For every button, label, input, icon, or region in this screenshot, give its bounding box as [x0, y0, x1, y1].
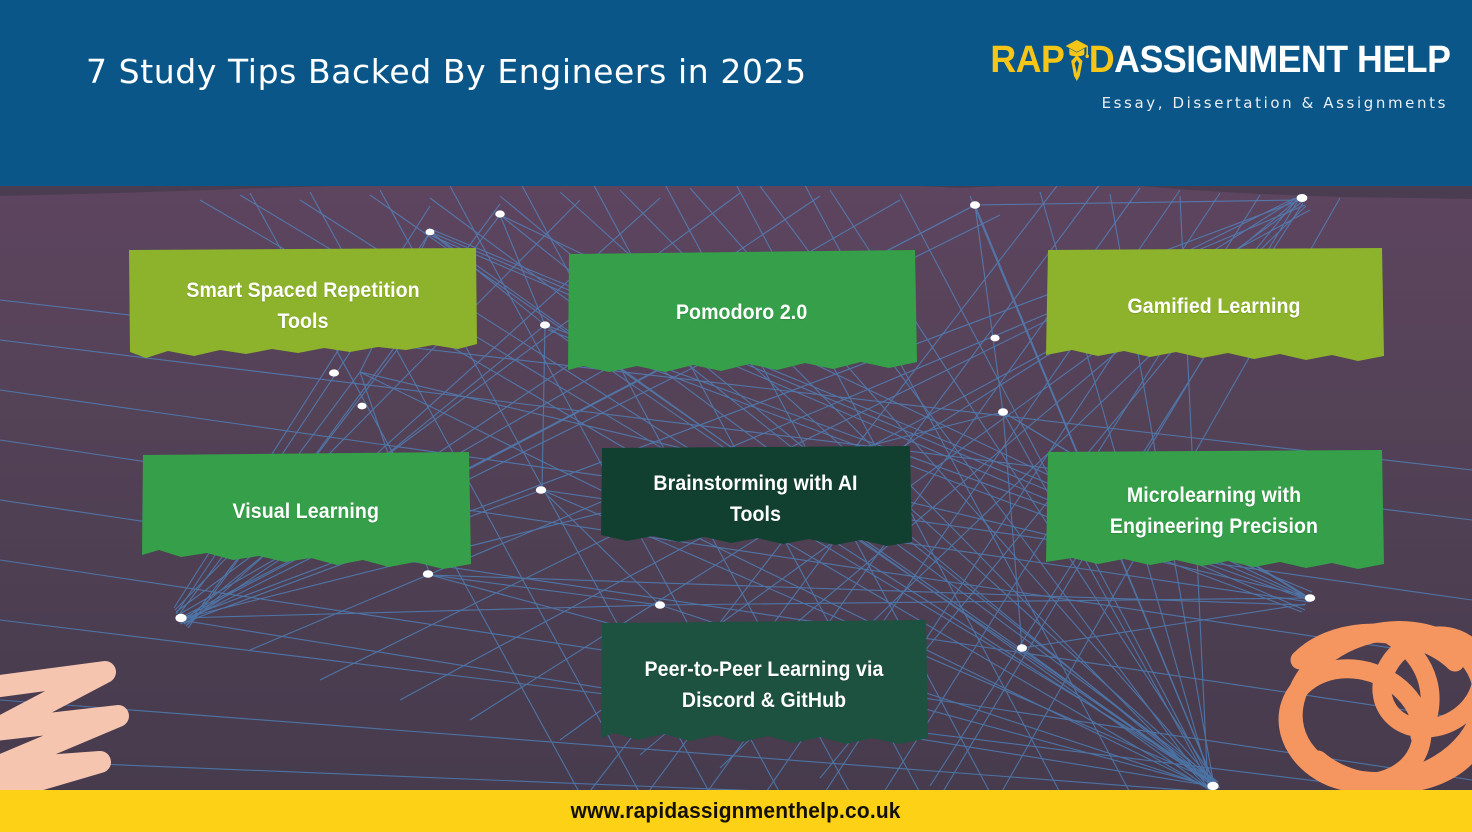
card-torn-shape [601, 446, 912, 546]
card-label: Peer-to-Peer Learning via Discord & GitH… [644, 658, 884, 712]
logo-brand-part1: RAP [989, 39, 1064, 81]
graduation-cap-pen-icon [1064, 38, 1089, 82]
doodle-right-loops [1278, 621, 1472, 794]
card-label: Smart Spaced Repetition Tools [186, 279, 420, 333]
page-title: 7 Study Tips Backed By Engineers in 2025 [86, 52, 807, 91]
card-torn-shape [129, 248, 477, 358]
tip-card-visual-learning[interactable]: Visual Learning [141, 452, 471, 570]
tip-card-pomodoro-2-0[interactable]: Pomodoro 2.0 [567, 250, 917, 374]
card-label: Visual Learning [232, 499, 380, 523]
brand-logo[interactable]: RAP DASSIGNMENT HELP Essay, Dissertation… [990, 38, 1451, 120]
logo-tagline: Essay, Dissertation & Assignments [1101, 94, 1448, 112]
footer-bar: www.rapidassignmenthelp.co.uk [0, 790, 1472, 832]
doodle-left-scribble [0, 661, 129, 803]
card-label: Gamified Learning [1127, 294, 1301, 318]
tip-card-gamified-learning[interactable]: Gamified Learning [1044, 248, 1384, 364]
card-label: Microlearning with Engineering Precision [1109, 484, 1319, 538]
card-torn-shape [568, 250, 917, 372]
card-torn-shape [142, 452, 471, 569]
tip-card-smart-spaced-repetition-tools[interactable]: Smart Spaced Repetition Tools [128, 248, 478, 364]
logo-brand-part2: D [1088, 39, 1114, 81]
card-torn-shape [1046, 248, 1384, 361]
tip-card-brainstorming-with-ai-tools[interactable]: Brainstorming with AI Tools [599, 446, 912, 552]
card-label: Brainstorming with AI Tools [653, 472, 858, 526]
network-nodes [175, 194, 1316, 791]
card-torn-shape [1046, 450, 1384, 569]
card-label: Pomodoro 2.0 [676, 300, 808, 324]
tip-card-peer-to-peer-discord-github[interactable]: Peer-to-Peer Learning via Discord & GitH… [600, 620, 928, 750]
tip-card-microlearning-engineering[interactable]: Microlearning with Engineering Precision [1044, 450, 1384, 572]
footer-website-url[interactable]: www.rapidassignmenthelp.co.uk [571, 798, 901, 823]
header-bar: 7 Study Tips Backed By Engineers in 2025… [0, 0, 1472, 186]
logo-brand-part3: ASSIGNMENT HELP [1113, 39, 1451, 81]
card-torn-shape [601, 620, 928, 744]
logo-wordmark: RAP DASSIGNMENT HELP [990, 38, 1450, 82]
